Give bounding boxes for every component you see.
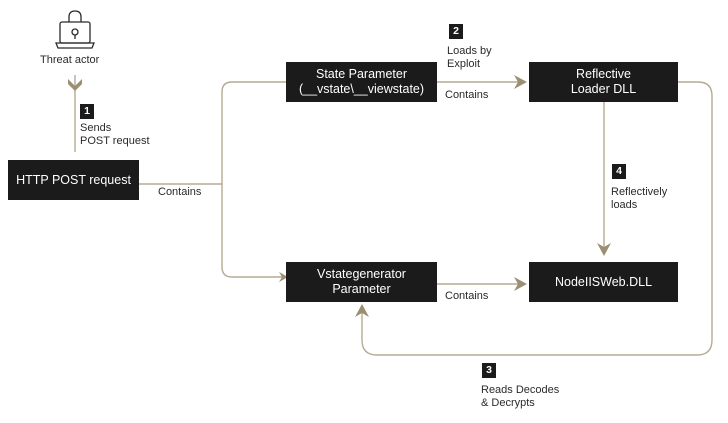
edge-loop-back xyxy=(361,81,713,356)
threat-actor-label: Threat actor xyxy=(40,54,100,66)
chevron-down-icon xyxy=(68,79,82,91)
arrow-right-icon xyxy=(279,272,288,282)
http-post-request-node: HTTP POST request xyxy=(8,160,139,200)
contains-label: Contains xyxy=(445,290,489,302)
contains-label: Contains xyxy=(445,89,489,101)
step-label: Sends POST request xyxy=(80,122,150,147)
step-badge: 1 xyxy=(80,104,94,119)
state-parameter-node: State Parameter (__vstate\__viewstate) xyxy=(286,62,437,102)
vstategenerator-node: Vstategenerator Parameter xyxy=(286,262,437,302)
step-label: Reflectively loads xyxy=(611,186,668,211)
arrow-right-icon xyxy=(514,277,527,291)
arrow-right-icon xyxy=(514,75,527,89)
reflective-loader-node: Reflective Loader DLL xyxy=(529,62,678,102)
laptop-lock-icon xyxy=(55,10,95,49)
step-label: Reads Decodes & Decrypts xyxy=(481,384,560,409)
contains-label: Contains xyxy=(158,186,202,198)
arrow-down-icon xyxy=(597,243,611,256)
step-badge: 2 xyxy=(449,24,463,39)
step-badge: 4 xyxy=(612,164,626,179)
edge-junction-bracket xyxy=(221,81,286,278)
nodeiisweb-dll-node: NodeIISWeb.DLL xyxy=(529,262,678,302)
step-label: Loads by Exploit xyxy=(447,45,492,70)
step-badge: 3 xyxy=(482,363,496,378)
arrow-up-icon xyxy=(355,304,369,317)
